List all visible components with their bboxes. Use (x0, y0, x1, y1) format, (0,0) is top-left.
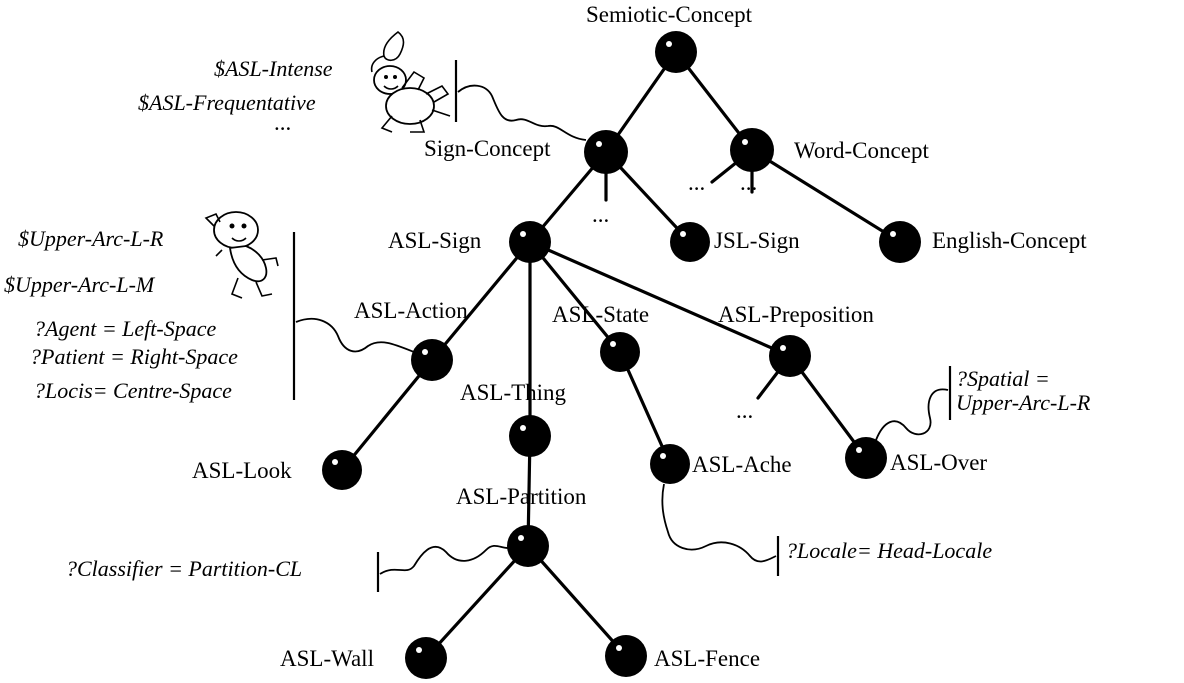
label-asl-state: ASL-State (552, 302, 649, 327)
edge-preposition-over (788, 354, 868, 460)
node-labels: Semiotic-Concept Sign-Concept Word-Conce… (192, 2, 1087, 671)
signing-figure-illustration (370, 30, 451, 133)
annotation-locis: ?Locis= Centre-Space (34, 378, 232, 403)
node-semiotic-concept (655, 31, 697, 73)
annotation-link-intense (457, 84, 587, 141)
node-jsl-sign (670, 222, 710, 262)
node-asl-over (845, 437, 887, 479)
node-asl-preposition (769, 335, 811, 377)
ellipsis-word-concept-b: ... (740, 170, 757, 195)
node-asl-wall (405, 637, 447, 679)
annotation-classifier: ?Classifier = Partition-CL (66, 556, 302, 581)
node-asl-action (411, 339, 453, 381)
annotation-asl-intense: $ASL-Intense (214, 56, 333, 81)
tree-edges (340, 50, 902, 660)
label-asl-thing: ASL-Thing (460, 380, 567, 405)
node-asl-state (600, 332, 640, 372)
annotation-agent: ?Agent = Left-Space (34, 316, 216, 341)
label-asl-sign: ASL-Sign (388, 228, 482, 253)
edge-aslsign-state (528, 240, 622, 354)
label-asl-ache: ASL-Ache (692, 452, 792, 477)
node-asl-ache (650, 444, 690, 484)
tree-nodes (322, 31, 921, 679)
cartoon-figure-illustration (204, 211, 279, 299)
edge-action-look (340, 358, 434, 472)
edge-word-english (750, 148, 902, 244)
annotations: $ASL-Intense $ASL-Frequentative $Upper-A… (4, 56, 1091, 592)
label-asl-look: ASL-Look (192, 458, 292, 483)
annotation-upper-arc-r: $Upper-Arc-L-R (18, 226, 164, 251)
annotation-link-spatial (875, 388, 949, 441)
node-word-concept (730, 128, 774, 172)
node-asl-partition (507, 525, 549, 567)
node-english-concept (879, 221, 921, 263)
ellipsis-word-concept-a: ... (688, 170, 705, 195)
annotation-spatial-2: Upper-Arc-L-R (956, 390, 1091, 415)
label-asl-action: ASL-Action (354, 298, 468, 323)
node-sign-concept (584, 130, 628, 174)
annotation-link-classifier (379, 544, 509, 575)
label-jsl-sign: JSL-Sign (714, 228, 800, 253)
ellipsis-sign-concept: ... (592, 202, 609, 227)
annotation-patient: ?Patient = Right-Space (30, 344, 238, 369)
label-asl-fence: ASL-Fence (654, 646, 760, 671)
label-asl-over: ASL-Over (890, 450, 987, 475)
label-english-concept: English-Concept (932, 228, 1087, 253)
ellipsis-preposition: ... (736, 398, 753, 423)
label-semiotic-concept: Semiotic-Concept (586, 2, 753, 27)
node-asl-thing (509, 415, 551, 457)
annotation-locale: ?Locale= Head-Locale (786, 538, 992, 563)
label-asl-preposition: ASL-Preposition (718, 302, 874, 327)
label-asl-wall: ASL-Wall (280, 646, 374, 671)
annotation-asl-frequentative: $ASL-Frequentative (138, 90, 316, 115)
node-asl-look (322, 450, 362, 490)
edge-aslsign-preposition (528, 240, 792, 358)
node-asl-fence (605, 635, 647, 677)
annotation-upper-arc-m: $Upper-Arc-L-M (4, 272, 156, 297)
ellipsis-markers: ... ... ... ... ... (274, 110, 757, 423)
annotation-link-locale (661, 483, 777, 563)
edge-partition-fence (526, 544, 628, 658)
edge-state-ache (618, 350, 672, 466)
edge-partition-wall (424, 544, 530, 660)
edge-aslsign-action (430, 240, 532, 362)
ellipsis-intense-list: ... (274, 110, 291, 135)
label-asl-partition: ASL-Partition (456, 484, 587, 509)
annotation-link-action (295, 317, 415, 353)
annotation-spatial-1: ?Spatial = (956, 366, 1050, 391)
label-sign-concept: Sign-Concept (424, 136, 551, 161)
node-asl-sign (509, 221, 551, 263)
label-word-concept: Word-Concept (794, 138, 929, 163)
